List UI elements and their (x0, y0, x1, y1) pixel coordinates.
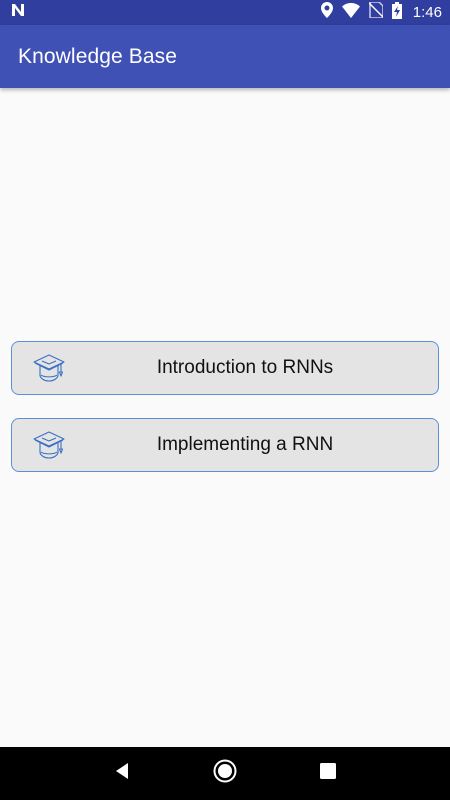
no-sim-icon (368, 1, 384, 23)
status-right: 1:46 (320, 1, 442, 24)
back-button[interactable] (102, 754, 142, 794)
topic-label: Introduction to RNNs (156, 357, 334, 378)
recents-button[interactable] (308, 754, 348, 794)
app-title: Knowledge Base (18, 44, 178, 68)
wifi-icon (341, 2, 360, 23)
status-time: 1:46 (412, 4, 442, 21)
recents-icon (319, 762, 337, 785)
app-bar: Knowledge Base (0, 25, 450, 88)
location-icon (320, 2, 333, 23)
topic-button-introduction-to-rnns[interactable]: Introduction to RNNs (11, 341, 439, 395)
topic-button-implementing-a-rnn[interactable]: Implementing a RNN (11, 418, 439, 472)
graduation-cap-icon (32, 430, 66, 462)
battery-charging-icon (391, 1, 402, 24)
back-icon (113, 762, 131, 785)
home-button[interactable] (205, 754, 245, 794)
graduation-cap-icon (32, 353, 66, 385)
status-left (10, 2, 26, 23)
topic-list: Introduction to RNNs Implementing a RNN (0, 88, 450, 747)
n-notification-icon (10, 2, 26, 23)
status-bar: 1:46 (0, 0, 450, 25)
home-icon (212, 758, 238, 789)
topic-label: Implementing a RNN (156, 434, 334, 455)
navigation-bar (0, 747, 450, 800)
